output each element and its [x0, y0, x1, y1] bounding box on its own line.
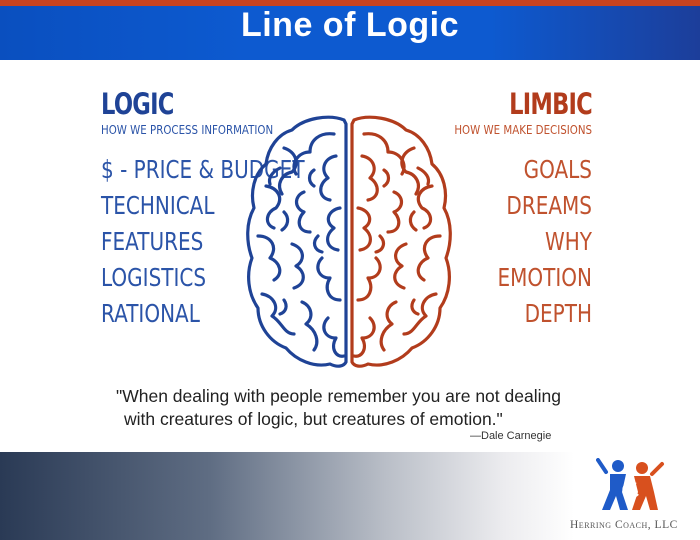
logic-item: $ - PRICE & BUDGET — [101, 155, 305, 184]
quote-attribution: —Dale Carnegie — [470, 430, 552, 442]
left-hemisphere — [246, 115, 348, 368]
logic-item: LOGISTICS — [101, 263, 207, 292]
herring-coach-logo-icon — [596, 458, 664, 510]
limbic-list: GOALS DREAMS WHY EMOTION DEPTH — [422, 152, 592, 332]
logic-heading: LOGIC — [101, 87, 174, 121]
page-title: Line of Logic — [240, 6, 460, 44]
title-banner — [0, 6, 700, 60]
quote-text: "When dealing with people remember you a… — [116, 385, 586, 431]
logic-item: RATIONAL — [101, 299, 200, 328]
logic-item: TECHNICAL — [101, 191, 215, 220]
company-name: Herring Coach, LLC — [570, 519, 678, 531]
limbic-heading: LIMBIC — [509, 87, 593, 121]
limbic-item: DEPTH — [524, 299, 592, 328]
brain-illustration-icon — [246, 115, 452, 368]
limbic-item: GOALS — [523, 155, 592, 184]
limbic-column: LIMBIC HOW WE MAKE DECISIONS GOALS DREAM… — [422, 88, 592, 332]
quote-line: with creatures of logic, but creatures o… — [124, 409, 503, 429]
logic-list: $ - PRICE & BUDGET TECHNICAL FEATURES LO… — [101, 152, 305, 332]
right-hemisphere — [350, 115, 452, 368]
limbic-item: DREAMS — [506, 191, 592, 220]
logic-subheading: HOW WE PROCESS INFORMATION — [101, 122, 274, 137]
logic-item: FEATURES — [101, 227, 204, 256]
quote-line: "When dealing with people remember you a… — [116, 386, 561, 406]
logic-column: LOGIC HOW WE PROCESS INFORMATION $ - PRI… — [101, 87, 305, 332]
footer-gradient — [0, 452, 700, 540]
limbic-subheading: HOW WE MAKE DECISIONS — [454, 122, 592, 137]
limbic-item: EMOTION — [497, 263, 592, 292]
limbic-item: WHY — [544, 227, 592, 256]
accent-line — [0, 0, 700, 6]
